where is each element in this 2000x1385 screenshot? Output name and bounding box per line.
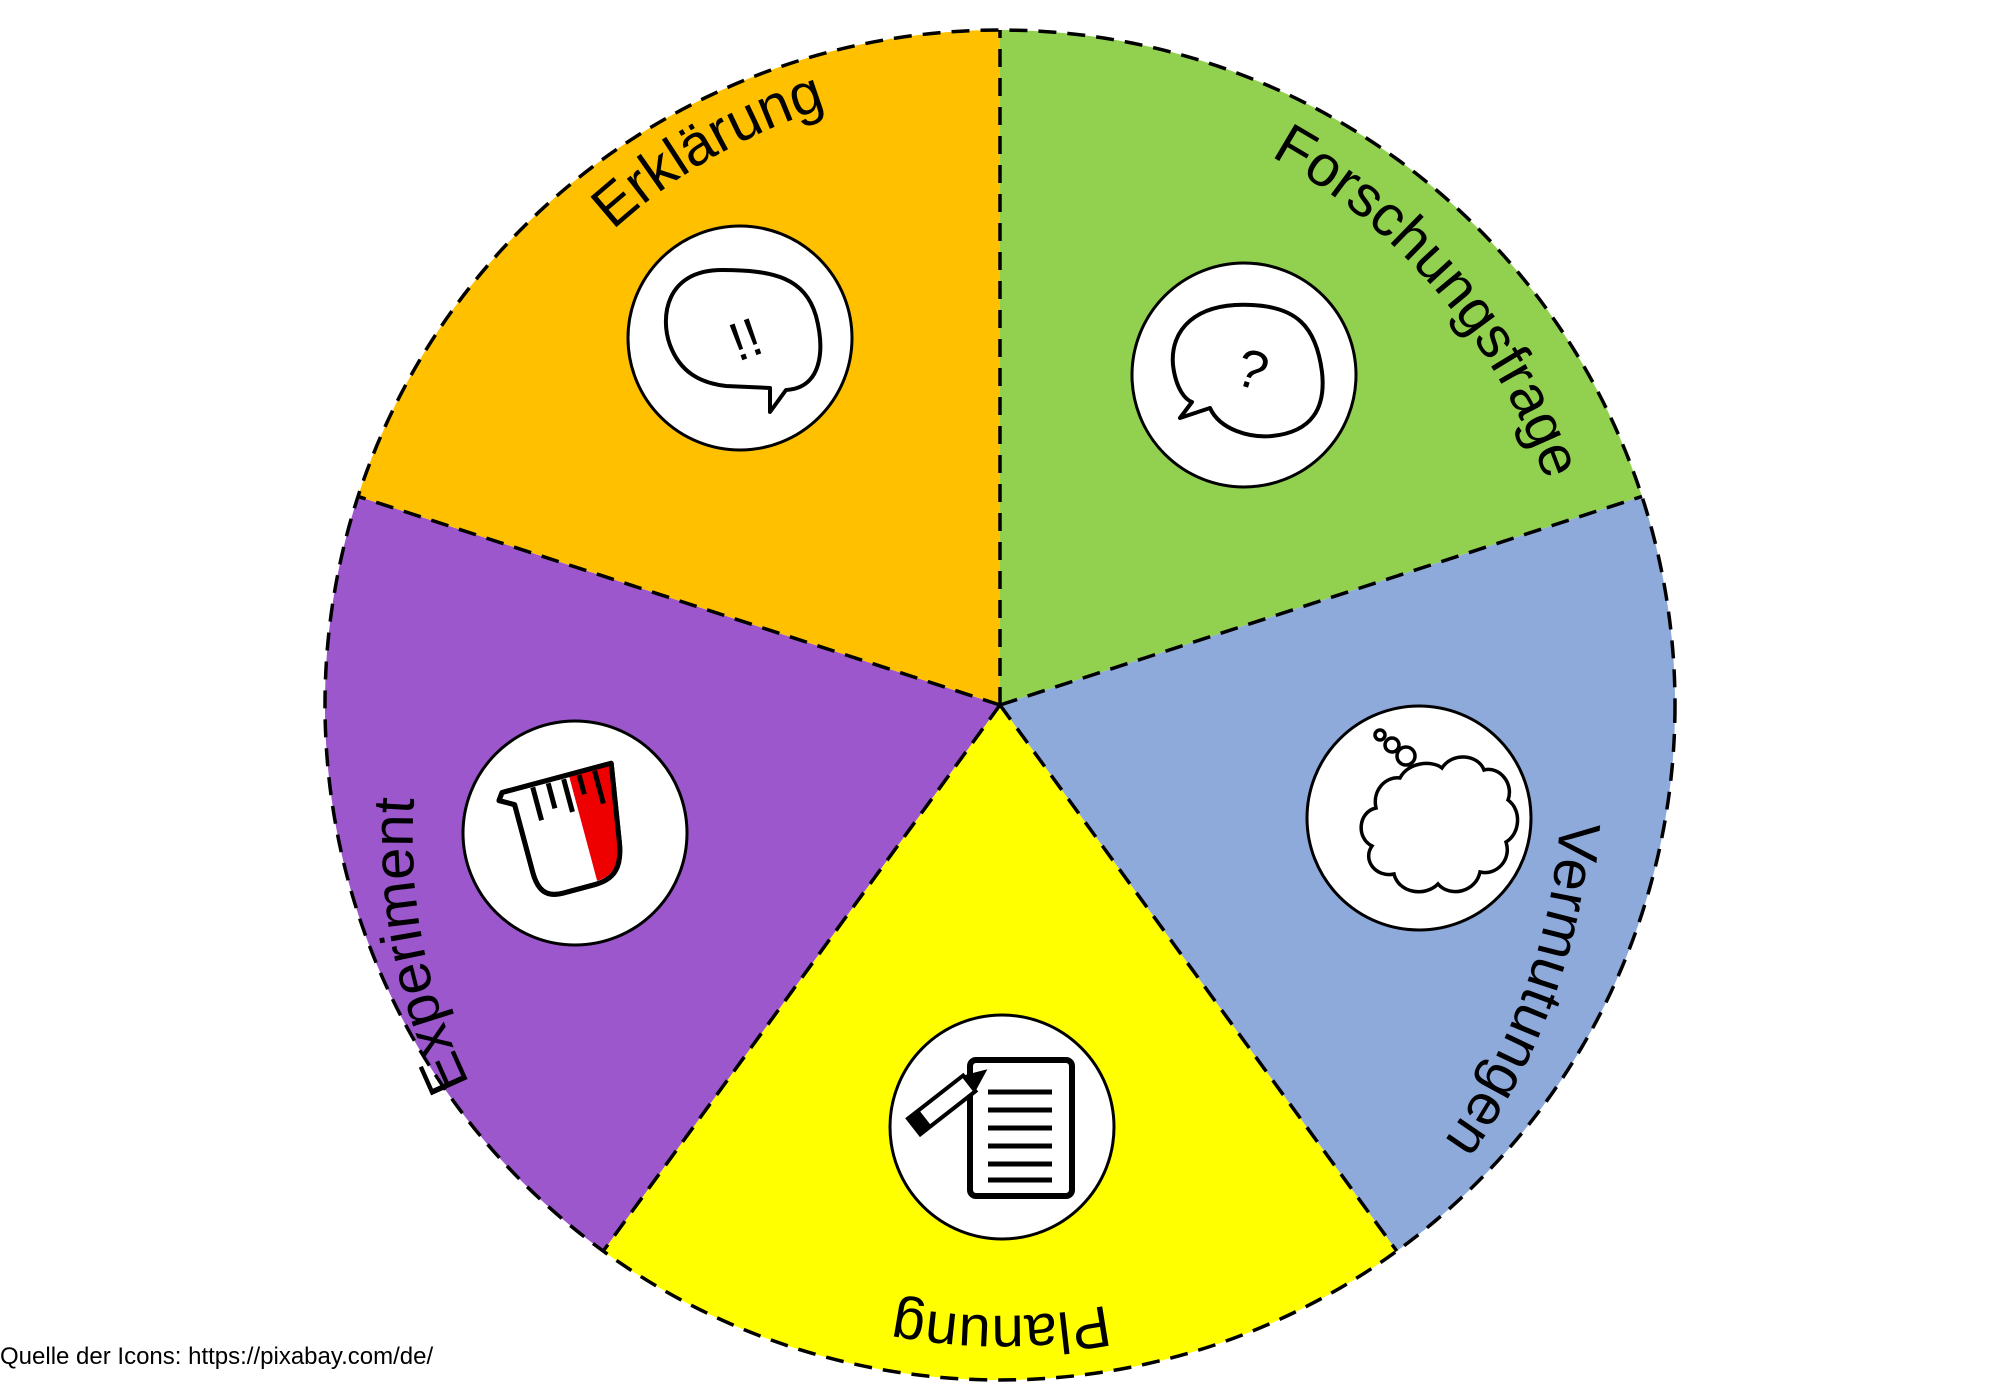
beaker-icon [496, 760, 623, 897]
icon-source-caption: Quelle der Icons: https://pixabay.com/de… [0, 1343, 434, 1370]
beaker-fill [569, 765, 618, 881]
checklist-pencil-icon [905, 1057, 1075, 1199]
exclamation-speech-bubble-icon: !! [663, 268, 823, 414]
thought-cloud-icon [1359, 728, 1520, 894]
segment-dividers [323, 28, 1677, 1382]
wheel-outline [323, 28, 1677, 1382]
question-speech-bubble-icon: ? [1170, 302, 1325, 439]
